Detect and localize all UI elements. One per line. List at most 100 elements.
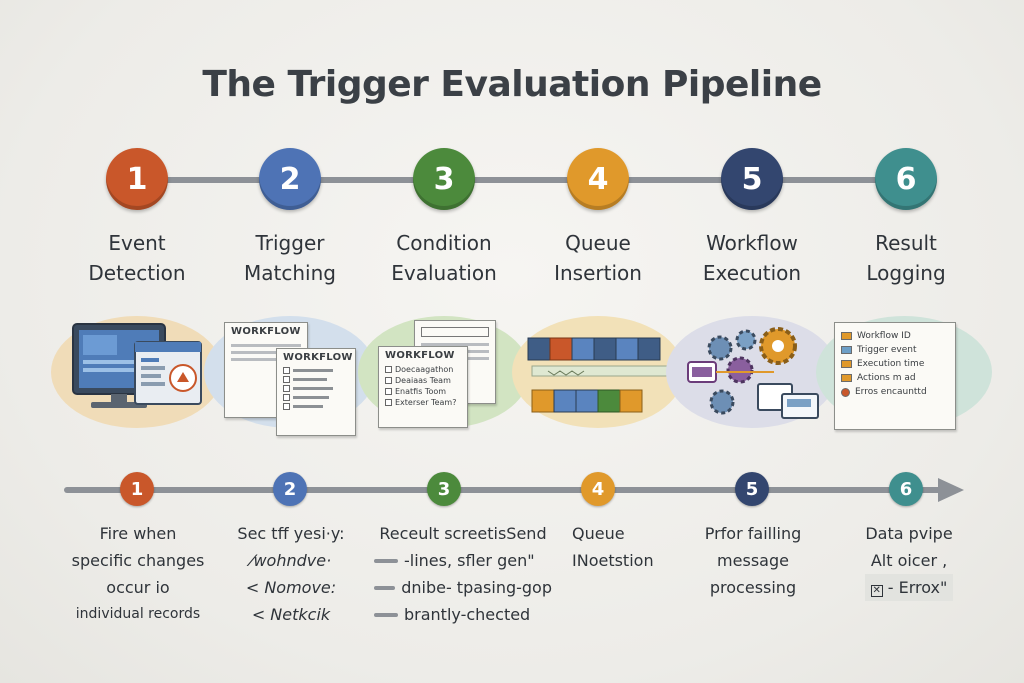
checkbox-icon <box>385 399 392 406</box>
step-description: Sec tff yesi·y: ⁄wohndve· < Nomove: < Ne… <box>206 520 376 628</box>
step-number-marker: 1 <box>120 472 154 506</box>
card-title: WORKFLOW <box>231 326 301 337</box>
card-title: WORKFLOW <box>385 350 455 361</box>
checkbox-icon <box>385 377 392 384</box>
log-row-label: Actions m ad <box>857 373 916 383</box>
step-title-line: Event <box>108 231 166 255</box>
result-logging-illustration: Workflow ID Trigger event Execution time… <box>816 302 996 440</box>
step-6: 6 Result Logging Workflow ID Trigger eve… <box>816 0 992 683</box>
queue-insertion-illustration <box>508 302 688 440</box>
step-number-badge: 2 <box>259 148 321 210</box>
step-title-line: Result <box>875 231 937 255</box>
step-title: Condition Evaluation <box>366 228 522 288</box>
log-row-label: Workflow ID <box>857 331 911 341</box>
step-number-marker: 3 <box>427 472 461 506</box>
checkbox-icon <box>283 367 290 374</box>
monitor-icon <box>72 323 202 408</box>
step-title: Queue Insertion <box>520 228 676 288</box>
description-line: message <box>717 551 789 570</box>
step-title-line: Matching <box>244 261 336 285</box>
step-title-line: Detection <box>88 261 186 285</box>
log-row-label: Execution time <box>857 359 925 369</box>
event-detection-illustration <box>47 302 227 440</box>
step-number-marker: 5 <box>735 472 769 506</box>
description-line: Fire when <box>99 524 177 543</box>
log-document: Workflow ID Trigger event Execution time… <box>834 322 956 430</box>
card-row-label: Doecaagathon <box>395 365 454 374</box>
description-line: individual records <box>75 606 201 622</box>
envelope-icon <box>841 374 852 382</box>
dash-icon <box>374 585 396 590</box>
diagram-title: The Trigger Evaluation Pipeline <box>202 64 822 105</box>
step-title: Trigger Matching <box>212 228 368 288</box>
step-number-marker: 6 <box>889 472 923 506</box>
step-number-badge: 3 <box>413 148 475 210</box>
step-number-marker: 2 <box>273 472 307 506</box>
step-title-line: Queue <box>565 231 631 255</box>
step-title-line: Condition <box>396 231 492 255</box>
step-3: 3 Condition Evaluation WORKFLOW Doecaaga… <box>358 0 552 683</box>
description-line: Receult screetisSend <box>379 524 547 543</box>
error-pin-icon <box>841 387 850 397</box>
description-line: Prfor failling <box>704 524 802 543</box>
checkbox-icon <box>283 403 290 410</box>
step-2: 2 Trigger Matching WORKFLOW WORKFLOW 2 <box>204 0 376 683</box>
checkbox-icon <box>283 376 290 383</box>
checkbox-icon <box>385 388 392 395</box>
description-line: < Netkcik <box>251 605 331 624</box>
envelope-icon <box>841 346 852 354</box>
queue-blocks-icon <box>527 337 673 413</box>
step-number-badge: 4 <box>567 148 629 210</box>
card-row-label: Exterser Team? <box>395 398 457 407</box>
step-5: 5 Workflow Execution 5 P <box>666 0 838 683</box>
error-line: ✕ - Errox" <box>864 574 954 601</box>
card-title: WORKFLOW <box>283 352 353 363</box>
description-line: processing <box>709 578 797 597</box>
checkbox-x-icon: ✕ <box>870 585 883 597</box>
envelope-icon <box>841 332 852 340</box>
description-line: - Errox" <box>887 578 948 597</box>
step-title-line: Execution <box>702 261 802 285</box>
step-1: 1 Event Detection <box>51 0 223 683</box>
description-line: Queue <box>572 524 625 543</box>
step-4: 4 Queue Insertion 4 <box>512 0 684 683</box>
card-row-label: Deaiaas Team <box>395 376 451 385</box>
step-title-line: Logging <box>866 261 946 285</box>
step-description: Prfor failling message processing <box>668 520 838 601</box>
envelope-icon <box>841 360 852 368</box>
step-title-line: Trigger <box>255 231 325 255</box>
description-line: dnibe- tpasing-gop <box>401 578 552 597</box>
step-title-line: Workflow <box>706 231 798 255</box>
description-line: brantly-chected <box>404 605 531 624</box>
dash-icon <box>374 558 398 563</box>
top-timeline <box>136 177 896 183</box>
step-number-badge: 6 <box>875 148 937 210</box>
step-title-line: Evaluation <box>391 261 497 285</box>
step-number-badge: 1 <box>106 148 168 210</box>
description-line: specific changes <box>71 551 205 570</box>
log-row-label: Erros encaunttd <box>855 387 927 397</box>
card-row-label: Enatfis Toom <box>395 387 447 396</box>
step-description: Data pvipe Alt oicer , ✕ - Errox" <box>824 520 994 601</box>
step-number-badge: 5 <box>721 148 783 210</box>
description-line: ⁄wohndve· <box>250 551 332 570</box>
description-line: Alt oicer , <box>870 551 948 570</box>
step-title-line: Insertion <box>554 261 642 285</box>
step-title: Workflow Execution <box>674 228 830 288</box>
checkbox-icon <box>385 366 392 373</box>
dash-icon <box>374 612 398 617</box>
workflow-card-front: WORKFLOW <box>276 348 356 436</box>
step-title: Event Detection <box>59 228 215 288</box>
bottom-timeline <box>64 487 944 493</box>
step-number-marker: 4 <box>581 472 615 506</box>
workflow-card: WORKFLOW Doecaagathon Deaiaas Team Enatf… <box>378 346 468 428</box>
condition-evaluation-illustration: WORKFLOW Doecaagathon Deaiaas Team Enatf… <box>354 302 534 440</box>
log-row-label: Trigger event <box>857 345 917 355</box>
workflow-execution-illustration <box>662 302 842 440</box>
step-description: Fire when specific changes occur io indi… <box>53 520 223 628</box>
step-description: Receult screetisSend -lines, sfler gen" … <box>374 520 552 628</box>
checkbox-icon <box>283 394 290 401</box>
description-line: occur io <box>106 578 170 597</box>
description-line: -lines, sfler gen" <box>404 551 535 570</box>
